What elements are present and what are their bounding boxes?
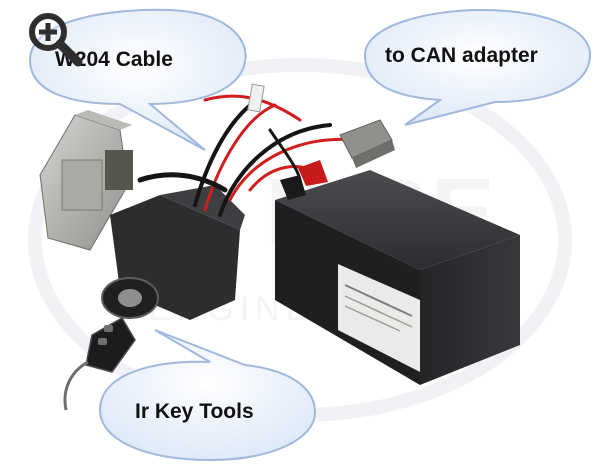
can-connector <box>339 119 395 168</box>
battery <box>275 170 520 385</box>
callout-cable-label: W204 Cable <box>55 48 173 71</box>
callout-bubble-cable <box>28 8 247 151</box>
ignition-lock <box>101 185 245 320</box>
callout-bubble-can-adapter <box>363 8 592 126</box>
zoom-in-icon[interactable] <box>24 8 84 68</box>
callout-bubble-key-tools <box>98 329 317 462</box>
car-key <box>63 316 136 411</box>
callout-key-tools-label: Ir Key Tools <box>135 400 254 423</box>
steel-bracket <box>39 110 133 251</box>
callout-can-adapter-label: to CAN adapter <box>385 44 538 67</box>
crocodile-clips <box>280 160 328 200</box>
